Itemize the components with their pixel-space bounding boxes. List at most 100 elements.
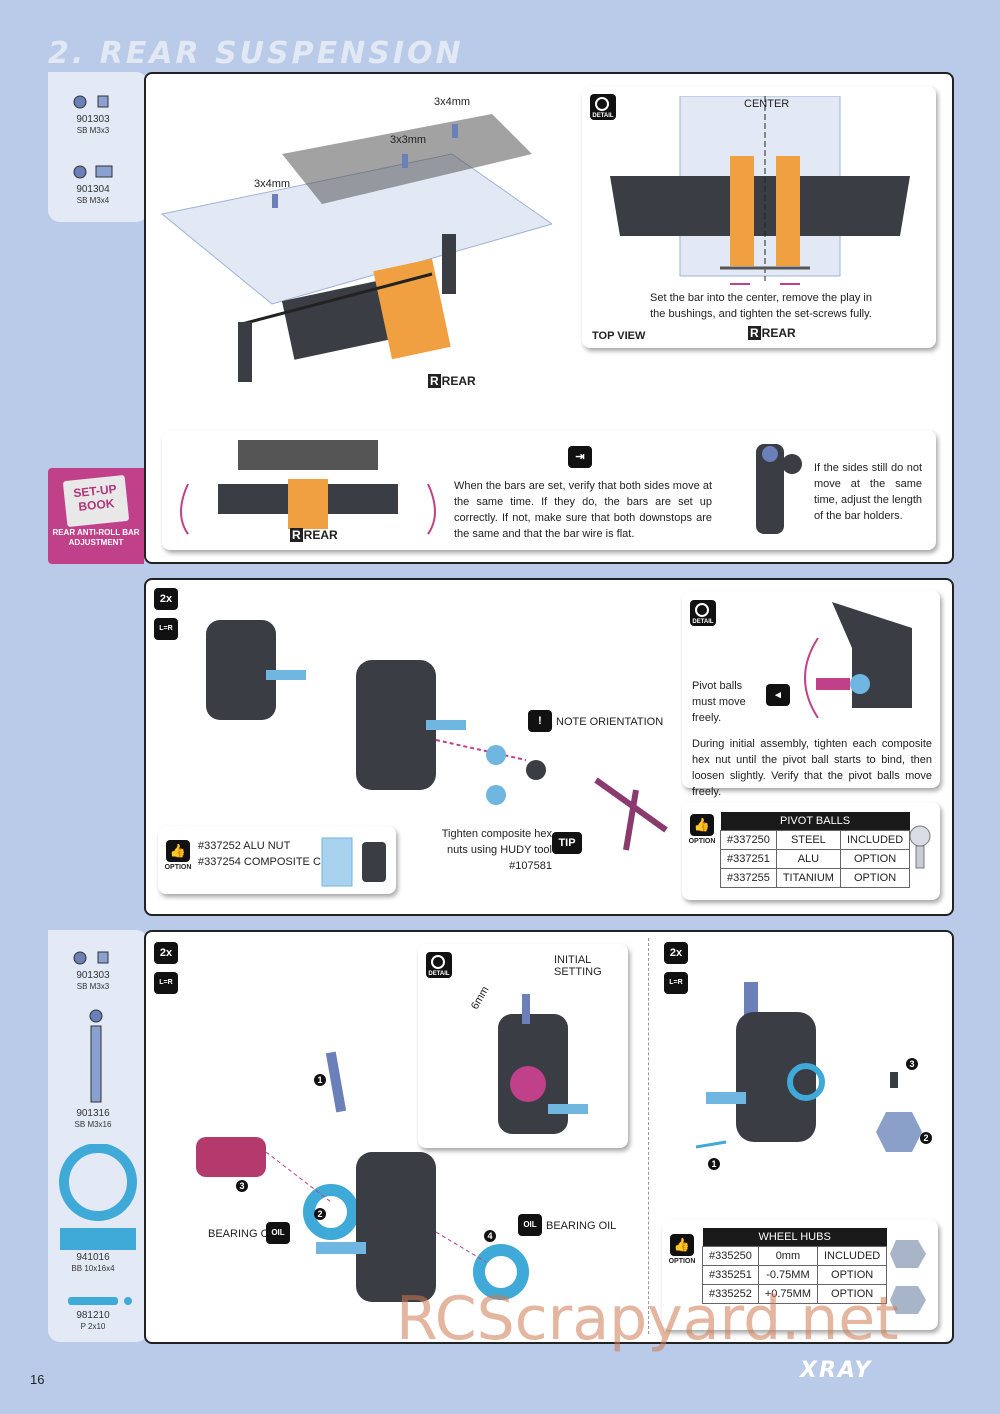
page-number: 16 [30,1372,45,1387]
hub-carrier-illustration [206,620,546,805]
warning-icon: ! [528,710,552,732]
step-pivot-ball-panel: 2x L=R ! NOTE ORIENTATION Tighten compos… [144,578,954,916]
quantity-badge: 2x [154,588,178,610]
bearing-oil-label-2: BEARING OIL [546,1220,617,1232]
callout-3: 3 [906,1058,918,1070]
callout-2: 2 [920,1132,932,1144]
pivot-detail-card: DETAIL ◂ Pivot balls must move freely. D… [682,590,940,798]
tip-icon: TIP [552,832,582,854]
pivot-balls-title: PIVOT BALLS [720,812,910,831]
center-label: CENTER [744,98,790,110]
option-icon: 👍OPTION [164,840,192,871]
bar-holder-illustration [756,444,802,534]
callout-4: 4 [484,1230,496,1242]
detail-icon: DETAIL [590,94,616,120]
anti-roll-bar-top-view [610,96,910,285]
callout-2: 2 [314,1208,326,1220]
pivot-icon: ◂ [766,684,790,706]
hudy-tool-illustration [594,777,668,851]
arrow-icon: ⇥ [568,446,592,468]
bar-holder-instruction: If the sides still do not move at the sa… [814,462,922,522]
pin-icon [68,1297,132,1305]
option-icon: 👍OPTION [688,814,716,845]
screw-label-3: 3x4mm [434,96,471,108]
quantity-badge: 2x [664,942,688,964]
pivot-ball-detail [804,602,912,718]
watermark: RCScrapyard.net [396,1284,899,1354]
wheel-hub-assembly-illustration [695,982,922,1152]
left-right-badge: L=R [154,618,178,640]
center-instruction: Set the bar into the center, remove the … [650,292,872,320]
tip-instruction: Tighten composite hex nuts using HUDY to… [441,828,552,872]
center-detail-card: DETAIL CENTER Set the bar into the cente… [582,86,936,348]
anti-roll-bar-illustration [160,114,552,382]
long-screw-icon [89,1009,103,1103]
screw-label-2: 3x3mm [390,134,427,146]
step-bearing-panel: 2x L=R DETAIL INITIAL SETTING 6mm 1 2 3 … [144,930,954,1344]
setup-book-icon: SET-UP BOOK [62,474,130,528]
left-right-badge: L=R [664,972,688,994]
quantity-badge: 2x [154,942,178,964]
pivot-ball-icon [909,825,931,869]
detail-icon: DETAIL [426,952,452,978]
option-icon: 👍OPTION [668,1234,696,1265]
screw-label-1: 3x4mm [254,178,291,190]
ball-bearing-icon [59,1144,137,1250]
initial-setting-card: DETAIL INITIAL SETTING 6mm [418,944,628,1148]
detail-icon: DETAIL [690,600,716,626]
rear-suspension-front-view [180,440,436,535]
callout-3: 3 [236,1180,248,1192]
verify-instruction: When the bars are set, verify that both … [454,480,712,540]
bearing-assembly-illustration [196,1051,529,1302]
screw-icon [73,951,109,965]
top-view-label: TOP VIEW [592,330,646,342]
setup-book-badge[interactable]: SET-UP BOOK REAR ANTI-ROLL BAR ADJUSTMEN… [48,468,144,564]
setup-book-caption: REAR ANTI-ROLL BAR ADJUSTMENT [52,528,140,547]
pivot-note-1: Pivot balls must move freely. [692,680,746,724]
left-right-badge: L=R [154,972,178,994]
callout-1: 1 [708,1158,720,1170]
bearing-oil-label-1: BEARING OIL [208,1228,279,1240]
screw-icon [73,95,109,109]
wheel-hubs-title: WHEEL HUBS [702,1228,887,1247]
option-nut-card: 👍OPTION #337252 ALU NUT #337254 COMPOSIT… [158,826,396,894]
screw-icon [73,165,113,179]
oil-icon: OIL [518,1214,542,1236]
nut-cup-illustration [321,837,386,887]
oil-icon: OIL [266,1222,290,1244]
initial-setting-label: INITIAL SETTING [554,954,602,978]
wheel-hub-icon [890,1240,926,1314]
option-line-2: #337254 COMPOSITE CUP [198,856,337,868]
note-orientation: NOTE ORIENTATION [556,716,664,728]
pivot-note-2: During initial assembly, tighten each co… [692,738,932,798]
hub-carrier-detail [498,994,588,1134]
callout-1: 1 [314,1074,326,1086]
option-line-1: #337252 ALU NUT [198,840,291,852]
divider [648,938,649,1334]
brand-logo: XRAY [800,1358,873,1383]
page-title: 2. REAR SUSPENSION [48,36,464,71]
